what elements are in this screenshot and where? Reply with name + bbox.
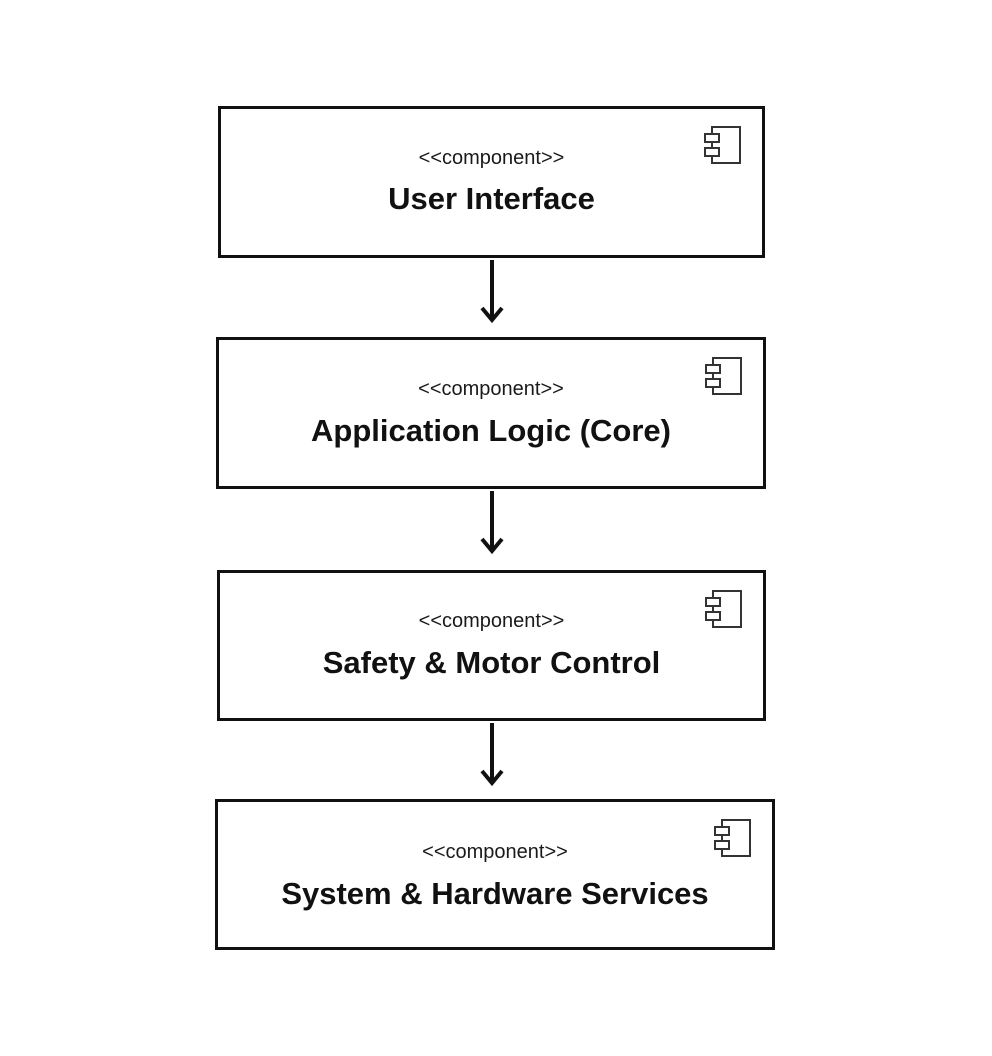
component-stereotype: <<component>> [422, 841, 568, 863]
component-stereotype: <<component>> [418, 378, 564, 400]
component-name: Application Logic (Core) [311, 413, 671, 448]
component-name: Safety & Motor Control [322, 645, 661, 680]
dependency-arrow [480, 723, 504, 787]
component-stereotype: <<component>> [418, 147, 565, 169]
uml-component-icon [705, 357, 742, 395]
component-name: System & Hardware Services [281, 876, 709, 911]
component-system-hardware-services: <<component>> System & Hardware Services [215, 799, 775, 950]
component-user-interface: <<component>> User Interface [218, 106, 765, 258]
component-stereotype: <<component>> [418, 610, 565, 632]
dependency-arrow [480, 260, 504, 324]
component-safety-motor-control: <<component>> Safety & Motor Control [217, 570, 766, 721]
uml-component-icon [704, 126, 741, 164]
uml-component-icon [714, 819, 751, 857]
component-application-logic: <<component>> Application Logic (Core) [216, 337, 766, 489]
component-name: User Interface [388, 181, 595, 216]
dependency-arrow [480, 491, 504, 555]
uml-component-icon [705, 590, 742, 628]
